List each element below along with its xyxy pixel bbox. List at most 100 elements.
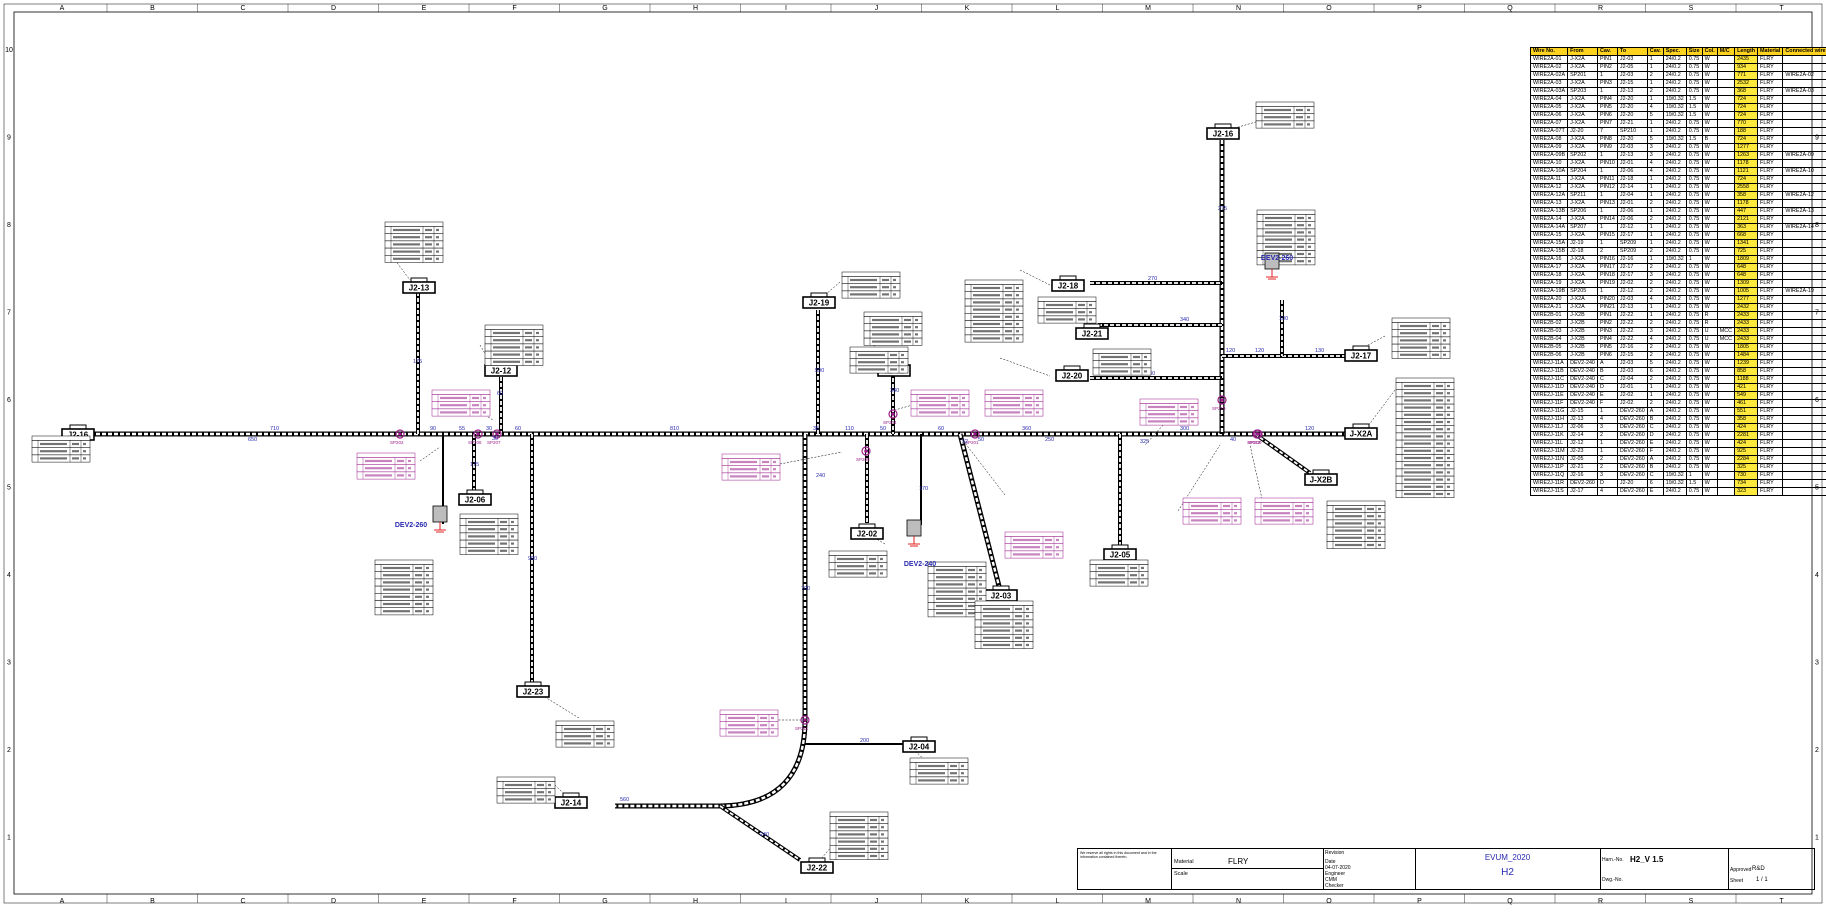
table-cell <box>1783 424 1826 432</box>
table-cell: WIRE2A-02 <box>1783 72 1826 80</box>
table-cell: W <box>1702 184 1717 192</box>
table-cell: 2 <box>1647 376 1663 384</box>
connector-j2-03[interactable]: J2-03 <box>985 586 1017 601</box>
table-cell: 0.75 <box>1686 64 1702 72</box>
table-cell: J2-01 <box>1617 160 1647 168</box>
connector-j2-02[interactable]: J2-02 <box>851 524 883 539</box>
table-cell: 24/0.2 <box>1663 240 1686 248</box>
splice-label: SP204 <box>883 420 897 425</box>
bundle-length-label: 700 <box>801 586 810 592</box>
table-cell: 24/0.2 <box>1663 128 1686 136</box>
table-cell: 19/0.32 <box>1663 480 1686 488</box>
table-cell <box>1717 368 1734 376</box>
table-cell: 1 <box>1647 208 1663 216</box>
table-cell: WIRE2A-16 <box>1531 256 1568 264</box>
table-cell: 424 <box>1735 440 1758 448</box>
table-cell: SP207 <box>1568 224 1598 232</box>
wire-callout-table <box>460 514 518 555</box>
bundle-length-label: 40 <box>1230 437 1236 443</box>
connector-j2-20[interactable]: J2-20 <box>1056 366 1088 381</box>
table-cell <box>1783 368 1826 376</box>
table-cell: J2-17 <box>1617 232 1647 240</box>
table-cell: 2 <box>1647 344 1663 352</box>
grid-letter: H <box>693 5 698 12</box>
table-cell: J2-20 <box>1617 136 1647 144</box>
bundle-length-label: 35 <box>813 426 819 432</box>
connector-j2-05[interactable]: J2-05 <box>1104 545 1136 560</box>
table-cell: J2-16 <box>1568 472 1598 480</box>
table-cell: 24/0.2 <box>1663 168 1686 176</box>
table-cell: SP206 <box>1568 208 1598 216</box>
table-cell: 1178 <box>1735 160 1758 168</box>
table-cell: WIRE2J-11A <box>1531 360 1568 368</box>
table-cell: J-X2A <box>1568 104 1598 112</box>
connector-j2-19[interactable]: J2-19 <box>803 293 835 308</box>
table-cell: 19/0.32 <box>1663 472 1686 480</box>
table-cell: FLRY <box>1758 136 1783 144</box>
table-cell <box>1717 344 1734 352</box>
wire-callout-table <box>829 551 887 577</box>
grid-letter: G <box>602 5 607 12</box>
table-cell: 0.75 <box>1686 384 1702 392</box>
grid-letter: C <box>240 898 245 905</box>
connector-j2-17[interactable]: J2-17 <box>1345 346 1377 361</box>
table-cell: FLRY <box>1758 288 1783 296</box>
connector-j2-06[interactable]: J2-06 <box>459 490 491 505</box>
table-cell <box>1717 488 1734 496</box>
table-cell: J2-16 <box>1617 256 1647 264</box>
table-cell: W <box>1702 208 1717 216</box>
table-cell: FLRY <box>1758 304 1783 312</box>
table-cell: J-X2A <box>1568 256 1598 264</box>
table-cell: 461 <box>1735 400 1758 408</box>
table-cell: 6 <box>1647 368 1663 376</box>
table-cell: WIRE2A-13 <box>1531 200 1568 208</box>
table-cell <box>1783 64 1826 72</box>
table-cell: 24/0.2 <box>1663 368 1686 376</box>
table-cell <box>1717 136 1734 144</box>
table-cell: WIRE2A-02A <box>1531 72 1568 80</box>
table-cell: 24/0.2 <box>1663 336 1686 344</box>
device-dev-right[interactable]: DEV2-260 <box>1261 253 1293 279</box>
table-cell: 19/0.32 <box>1663 112 1686 120</box>
table-cell: FLRY <box>1758 104 1783 112</box>
connector-jx2a[interactable]: J-X2A <box>1345 424 1377 439</box>
connector-j2-04[interactable]: J2-04 <box>903 737 935 752</box>
table-cell: 447 <box>1735 208 1758 216</box>
table-cell: J2-12 <box>1617 224 1647 232</box>
connector-j2-22[interactable]: J2-22 <box>801 858 833 873</box>
connector-j2-23[interactable]: J2-23 <box>517 682 549 697</box>
table-cell: 24/0.2 <box>1663 464 1686 472</box>
device-dev-left[interactable]: DEV2-260 <box>395 506 447 532</box>
table-cell: WIRE2A-14 <box>1783 224 1826 232</box>
table-cell: SP209 <box>1617 248 1647 256</box>
grid-letter: I <box>785 5 787 12</box>
connector-j2-18[interactable]: J2-18 <box>1052 276 1084 291</box>
device-dev-mid[interactable]: DEV2-240 <box>904 520 936 568</box>
connector-j2-16r[interactable]: J2-16 <box>1207 124 1239 139</box>
grid-letter: M <box>1145 5 1151 12</box>
table-cell: FLRY <box>1758 480 1783 488</box>
table-cell: PIN9 <box>1597 144 1617 152</box>
table-cell: 0.75 <box>1686 328 1702 336</box>
table-cell: 4 <box>1647 104 1663 112</box>
table-cell: 0.75 <box>1686 360 1702 368</box>
table-cell: E <box>1647 440 1663 448</box>
table-cell: 5 <box>1647 112 1663 120</box>
bundle-length-label: 990 <box>528 556 537 562</box>
connector-j2-13[interactable]: J2-13 <box>403 278 435 293</box>
grid-letter: S <box>1689 898 1694 905</box>
table-cell <box>1717 80 1734 88</box>
table-cell: W <box>1702 80 1717 88</box>
table-cell: FLRY <box>1758 272 1783 280</box>
connector-j2-14[interactable]: J2-14 <box>555 793 587 808</box>
table-cell: F <box>1647 448 1663 456</box>
